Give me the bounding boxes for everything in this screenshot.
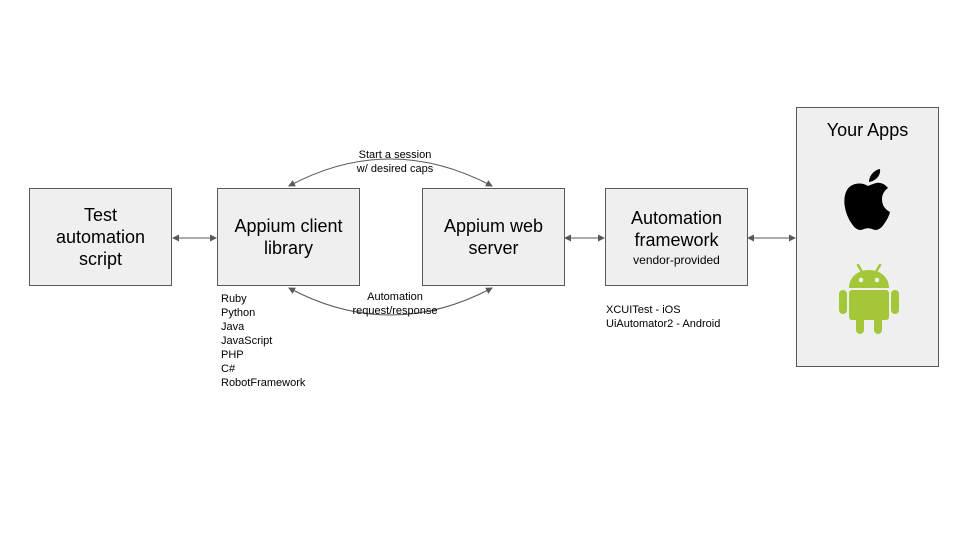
- language-item: Java: [221, 321, 245, 333]
- framework-item: XCUITest - iOS: [606, 304, 681, 316]
- appium-client-library-box: Appium client library: [217, 188, 360, 286]
- android-icon: [839, 263, 899, 334]
- test-automation-script-label: Test automation script: [55, 205, 146, 269]
- test-automation-script-box: Test automation script: [29, 188, 172, 286]
- your-apps-title: Your Apps: [826, 120, 909, 140]
- request-label-line2: request/response: [352, 305, 438, 317]
- language-item: PHP: [221, 349, 244, 361]
- language-item: Ruby: [221, 293, 247, 305]
- your-apps-box: Your Apps: [796, 107, 939, 367]
- session-label-line2: w/ desired caps: [356, 163, 434, 175]
- appium-web-server-label: Appium web server: [443, 216, 544, 258]
- appium-web-server-box: Appium web server: [422, 188, 565, 286]
- automation-framework-label: Automation framework: [630, 208, 723, 250]
- session-edge-label: Start a session w/ desired caps: [330, 148, 460, 176]
- edge-session-arc: [288, 158, 493, 187]
- automation-framework-subtitle: vendor-provided: [633, 253, 720, 267]
- language-item: RobotFramework: [221, 377, 306, 389]
- language-item: JavaScript: [221, 335, 273, 347]
- appium-client-library-label: Appium client library: [234, 216, 343, 258]
- client-languages-list: Ruby Python Java JavaScript PHP C# Robot…: [221, 292, 305, 390]
- request-edge-label: Automation request/response: [330, 290, 460, 318]
- language-item: Python: [221, 307, 256, 319]
- frameworks-list: XCUITest - iOS UiAutomator2 - Android: [606, 303, 720, 331]
- request-label-line1: Automation: [367, 291, 423, 303]
- language-item: C#: [221, 363, 236, 375]
- edge-request-arc: [288, 287, 493, 316]
- framework-item: UiAutomator2 - Android: [606, 318, 721, 330]
- automation-framework-box: Automation framework vendor-provided: [605, 188, 748, 286]
- apple-icon: [844, 169, 890, 230]
- session-label-line1: Start a session: [358, 149, 432, 161]
